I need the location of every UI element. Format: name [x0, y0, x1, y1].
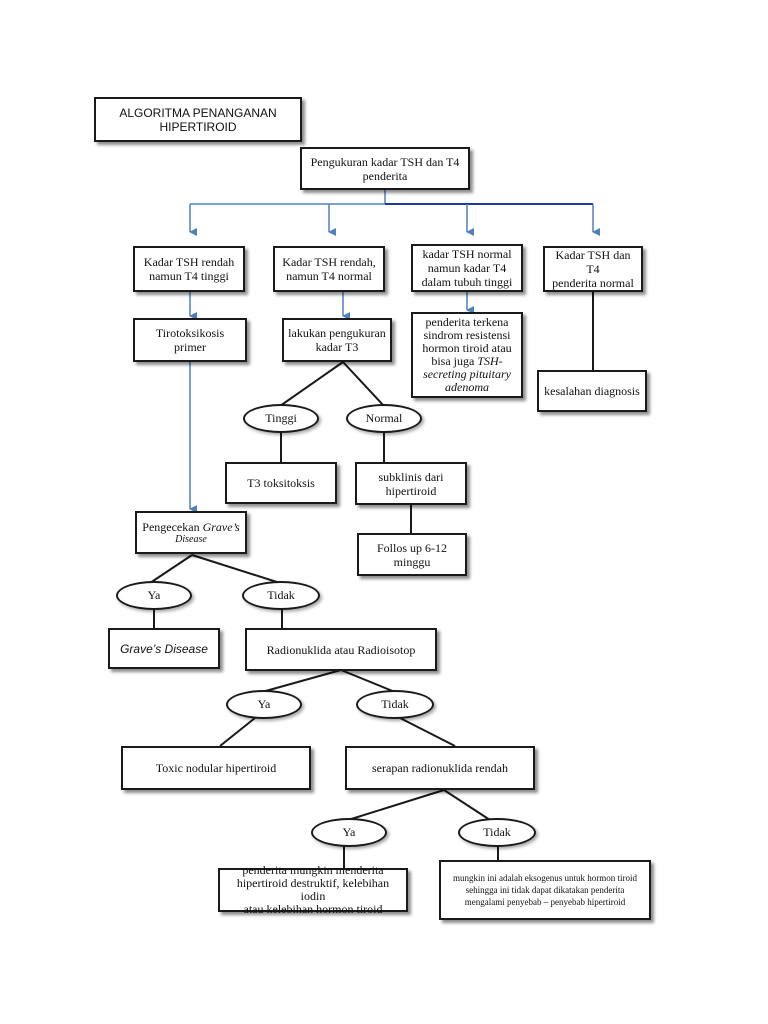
oval-tinggi: Tinggi	[243, 404, 319, 433]
node-tsh-t4-normal: Kadar TSH dan T4 penderita normal	[543, 246, 643, 292]
node-tirotoksikosis: Tirotoksikosis primer	[133, 318, 247, 362]
node-tsh-low-t4-normal: Kadar TSH rendah, namun T4 normal	[273, 246, 385, 292]
oval-ya-1: Ya	[116, 581, 192, 610]
connector-t3-tinggi	[279, 361, 344, 407]
connector-ya2-toxic	[219, 717, 256, 747]
oval-ya-2: Ya	[226, 690, 302, 719]
node-follow-up: Follos up 6-12 minggu	[357, 533, 467, 576]
node-graves-check: Pengecekan Grave’s Disease	[135, 511, 247, 554]
title-line-2: HIPERTIROID	[159, 119, 237, 134]
node-serapan: serapan radionuklida rendah	[345, 746, 535, 790]
connector-graves-tidak	[191, 554, 281, 584]
connector-serapan-tidak	[443, 789, 491, 821]
oval-tidak-1: Tidak	[242, 581, 320, 610]
title-box: ALGORITMA PENANGANAN HIPERTIROID	[94, 97, 302, 142]
title-line-1: ALGORITMA PENANGANAN	[119, 105, 277, 120]
node-t3-measure: lakukan pengukuran kadar T3	[282, 318, 392, 362]
node-t3-toksitoksis: T3 toksitoksis	[225, 462, 337, 504]
connector-tidak2-serapan	[399, 717, 456, 747]
node-graves-disease: Grave’s Disease	[108, 628, 220, 669]
node-tsh-normal-t4-high: kadar TSH normal namun kadar T4 dalam tu…	[411, 244, 523, 292]
node-eksogenus: mungkin ini adalah eksogenus untuk hormo…	[439, 860, 651, 920]
node-resistensi: penderita terkena sindrom resistensi hor…	[411, 312, 523, 398]
node-subklinis: subklinis dari hipertiroid	[355, 462, 467, 505]
oval-tidak-2: Tidak	[356, 690, 434, 719]
oval-normal: Normal	[346, 404, 422, 433]
node-tsh-low-t4-high: Kadar TSH rendah namun T4 tinggi	[133, 246, 245, 292]
node-toxic-nodular: Toxic nodular hipertiroid	[121, 746, 311, 790]
node-kesalahan-diagnosis: kesalahan diagnosis	[537, 370, 647, 412]
connector-radio-tidak	[340, 669, 396, 693]
connector-radio-ya	[261, 669, 342, 693]
node-measure: Pengukuran kadar TSH dan T4 penderita	[300, 147, 470, 190]
connector-t3-normal	[342, 361, 385, 407]
connector-graves-ya	[149, 554, 193, 584]
oval-tidak-3: Tidak	[458, 818, 536, 847]
node-destruktif: penderita mungkin menderita hipertiroid …	[218, 864, 408, 916]
node-radionuklida: Radionuklida atau Radioisotop	[245, 628, 437, 671]
oval-ya-3: Ya	[311, 818, 387, 847]
connector-serapan-ya	[347, 789, 445, 821]
